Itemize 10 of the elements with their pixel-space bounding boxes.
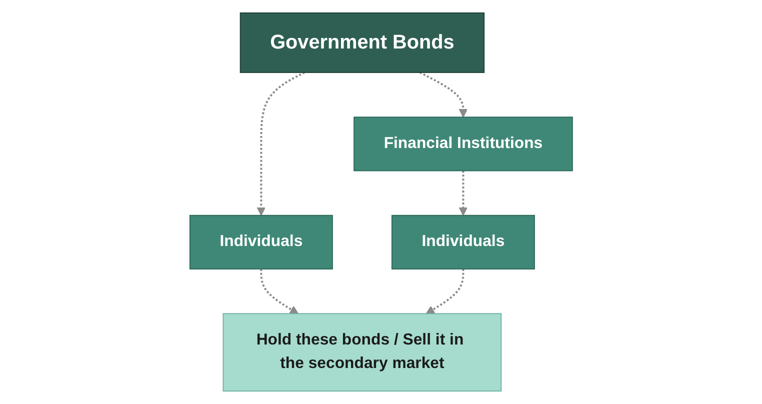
arrow <box>458 170 468 216</box>
arrow <box>419 72 468 118</box>
node-box: Government Bonds <box>240 12 484 73</box>
node-box: Individuals <box>189 214 333 270</box>
node-box: Hold these bonds / Sell it in the secondary market <box>222 313 502 392</box>
node-box: Financial Institutions <box>353 116 573 172</box>
arrow <box>260 268 298 314</box>
arrow <box>426 268 464 314</box>
node-box: Individuals <box>391 214 535 270</box>
arrow <box>256 72 305 216</box>
